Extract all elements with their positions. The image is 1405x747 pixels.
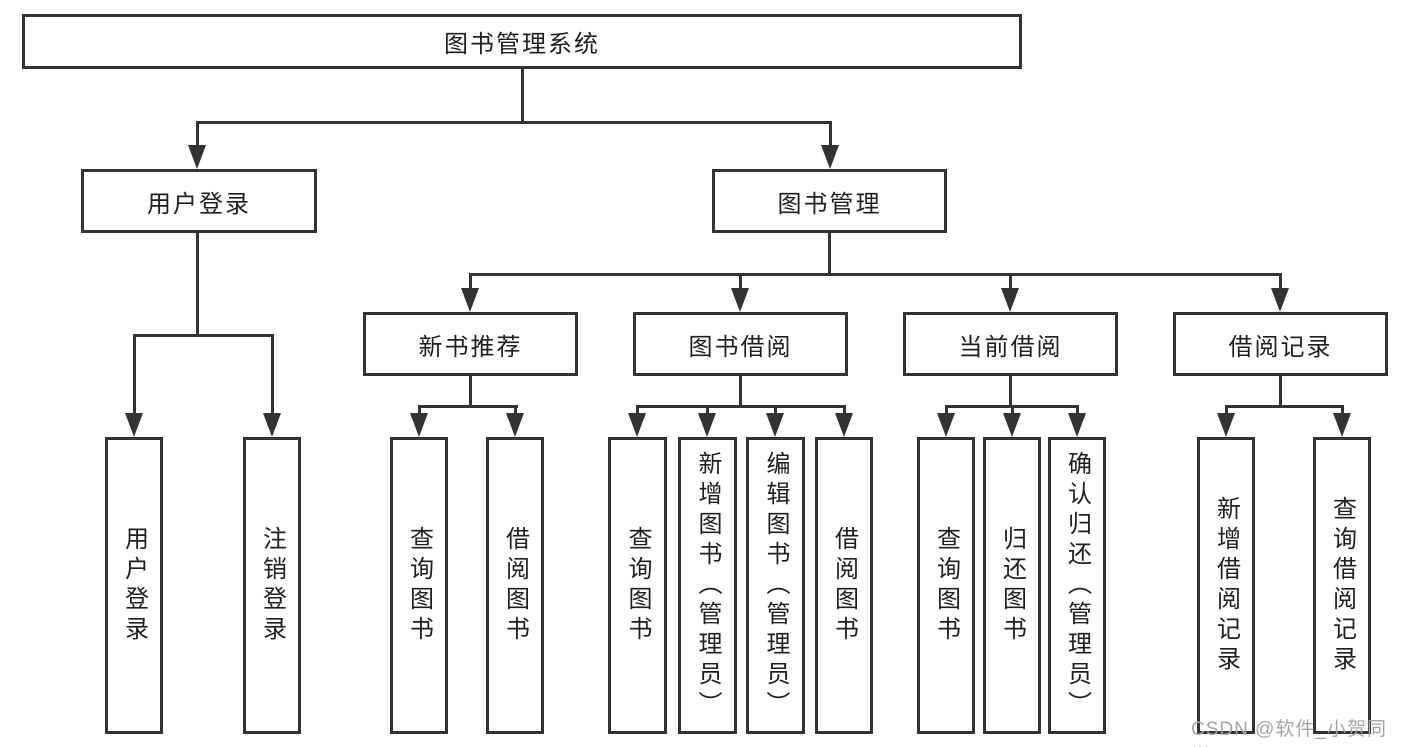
- connector-line: [196, 233, 199, 337]
- connector-line: [829, 121, 832, 149]
- connector-line: [469, 273, 472, 290]
- connector-line: [133, 334, 274, 337]
- leaf-user-login: 用户登录: [105, 437, 163, 734]
- leaf-current-confirm-return-admin: 确认归还（管理员）: [1048, 437, 1106, 734]
- connector-line: [133, 334, 136, 416]
- arrow-down-icon: [937, 413, 955, 437]
- leaf-borrow-query-books: 查询图书: [608, 437, 667, 734]
- connector-line: [739, 273, 742, 290]
- connector-line: [945, 405, 948, 417]
- leaf-borrow-edit-books-admin: 编辑图书（管理员）: [746, 437, 805, 734]
- arrow-down-icon: [1001, 288, 1019, 312]
- leaf-borrow-add-books-admin: 新增图书（管理员）: [678, 437, 737, 734]
- connector-line: [774, 405, 777, 417]
- connector-line: [514, 405, 517, 417]
- watermark: CSDN @软件_小贺同学: [1191, 719, 1387, 747]
- node-book-management: 图书管理: [712, 169, 947, 233]
- connector-line: [636, 405, 639, 417]
- arrow-down-icon: [188, 145, 206, 169]
- connector-line: [828, 233, 831, 276]
- node-book-borrow: 图书借阅: [633, 312, 848, 376]
- arrow-down-icon: [1333, 413, 1351, 437]
- connector-line: [271, 334, 274, 416]
- connector-line: [706, 405, 709, 417]
- leaf-current-query-books: 查询图书: [917, 437, 975, 734]
- connector-line: [196, 121, 199, 149]
- node-current-borrow: 当前借阅: [903, 312, 1118, 376]
- node-borrow-records: 借阅记录: [1173, 312, 1388, 376]
- connector-line: [1009, 273, 1012, 290]
- arrow-down-icon: [1271, 288, 1289, 312]
- connector-line: [1279, 376, 1282, 407]
- node-user-login: 用户登录: [81, 169, 317, 233]
- leaf-newrec-query-books: 查询图书: [390, 437, 448, 734]
- arrow-down-icon: [125, 413, 143, 437]
- arrow-down-icon: [1217, 413, 1235, 437]
- connector-line: [1011, 405, 1014, 417]
- connector-line: [1009, 376, 1012, 407]
- arrow-down-icon: [731, 288, 749, 312]
- arrow-down-icon: [1003, 413, 1021, 437]
- node-new-book-recommend: 新书推荐: [363, 312, 578, 376]
- node-root: 图书管理系统: [22, 14, 1022, 69]
- arrow-down-icon: [835, 413, 853, 437]
- connector-line: [1076, 405, 1079, 417]
- leaf-current-return-books: 归还图书: [983, 437, 1041, 734]
- arrow-down-icon: [410, 413, 428, 437]
- arrow-down-icon: [1068, 413, 1086, 437]
- arrow-down-icon: [766, 413, 784, 437]
- arrow-down-icon: [698, 413, 716, 437]
- connector-line: [1225, 405, 1344, 408]
- leaf-newrec-borrow-books: 借阅图书: [486, 437, 544, 734]
- connector-line: [636, 405, 846, 408]
- connector-line: [469, 273, 1282, 276]
- connector-line: [1279, 273, 1282, 290]
- connector-line: [1225, 405, 1228, 417]
- arrow-down-icon: [821, 145, 839, 169]
- leaf-logout: 注销登录: [243, 437, 301, 734]
- leaf-records-query-record: 查询借阅记录: [1313, 437, 1371, 734]
- arrow-down-icon: [506, 413, 524, 437]
- connector-line: [418, 405, 518, 408]
- connector-line: [843, 405, 846, 417]
- arrow-down-icon: [628, 413, 646, 437]
- leaf-records-add-record: 新增借阅记录: [1197, 437, 1255, 734]
- connector-line: [418, 405, 421, 417]
- arrow-down-icon: [461, 288, 479, 312]
- connector-line: [739, 376, 742, 407]
- leaf-borrow-borrow-books: 借阅图书: [815, 437, 873, 734]
- connector-line: [196, 121, 832, 124]
- connector-line: [521, 69, 524, 122]
- arrow-down-icon: [263, 413, 281, 437]
- connector-line: [469, 376, 472, 407]
- connector-line: [1341, 405, 1344, 417]
